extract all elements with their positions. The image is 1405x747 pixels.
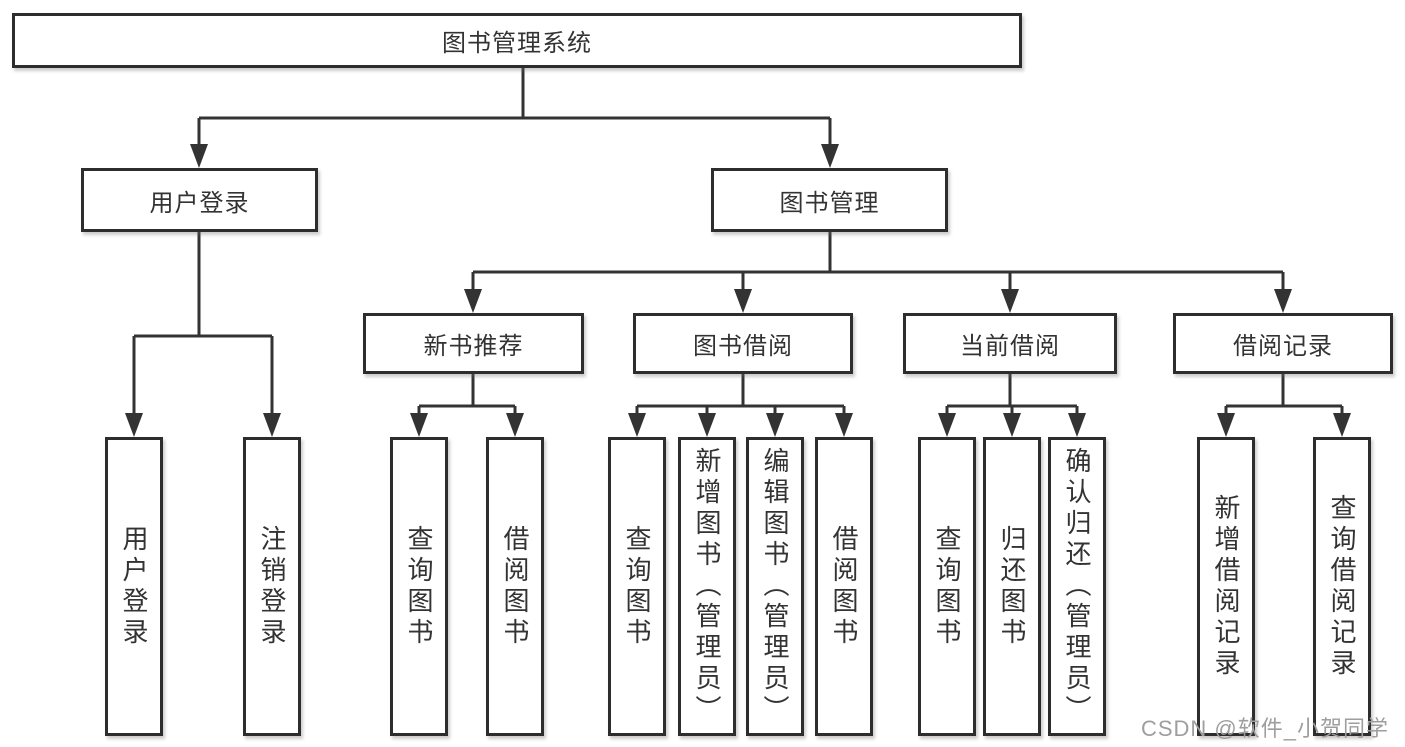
leaf-newbook-borrow-book: 借阅图书: [486, 437, 544, 736]
leaf-borrow-edit-book-admin: 编辑图书（管理员）: [746, 437, 804, 736]
node-system-root: 图书管理系统: [12, 13, 1022, 68]
node-user-login: 用户登录: [81, 168, 318, 232]
node-book-borrowing: 图书借阅: [633, 313, 853, 374]
leaf-current-confirm-return-admin: 确认归还（管理员）: [1048, 437, 1106, 736]
leaf-user-login: 用户登录: [105, 437, 163, 736]
leaf-logout: 注销登录: [243, 437, 301, 736]
leaf-borrow-add-book-admin: 新增图书（管理员）: [678, 437, 736, 736]
node-new-book-recommendation: 新书推荐: [363, 313, 584, 374]
leaf-borrow-borrow-book: 借阅图书: [815, 437, 873, 736]
leaf-records-query-record: 查询借阅记录: [1313, 437, 1371, 736]
node-current-borrowing: 当前借阅: [903, 313, 1117, 374]
leaf-current-return-book: 归还图书: [983, 437, 1041, 736]
leaf-newbook-query-book: 查询图书: [390, 437, 448, 736]
leaf-current-query-book: 查询图书: [918, 437, 976, 736]
node-book-management: 图书管理: [711, 168, 948, 232]
csdn-watermark: CSDN @软件_小贺同学: [1140, 716, 1389, 741]
arrowhead-icons: [125, 144, 1351, 437]
leaf-borrow-query-book: 查询图书: [608, 437, 666, 736]
leaf-records-add-record: 新增借阅记录: [1197, 437, 1255, 736]
node-borrowing-records: 借阅记录: [1173, 313, 1393, 374]
